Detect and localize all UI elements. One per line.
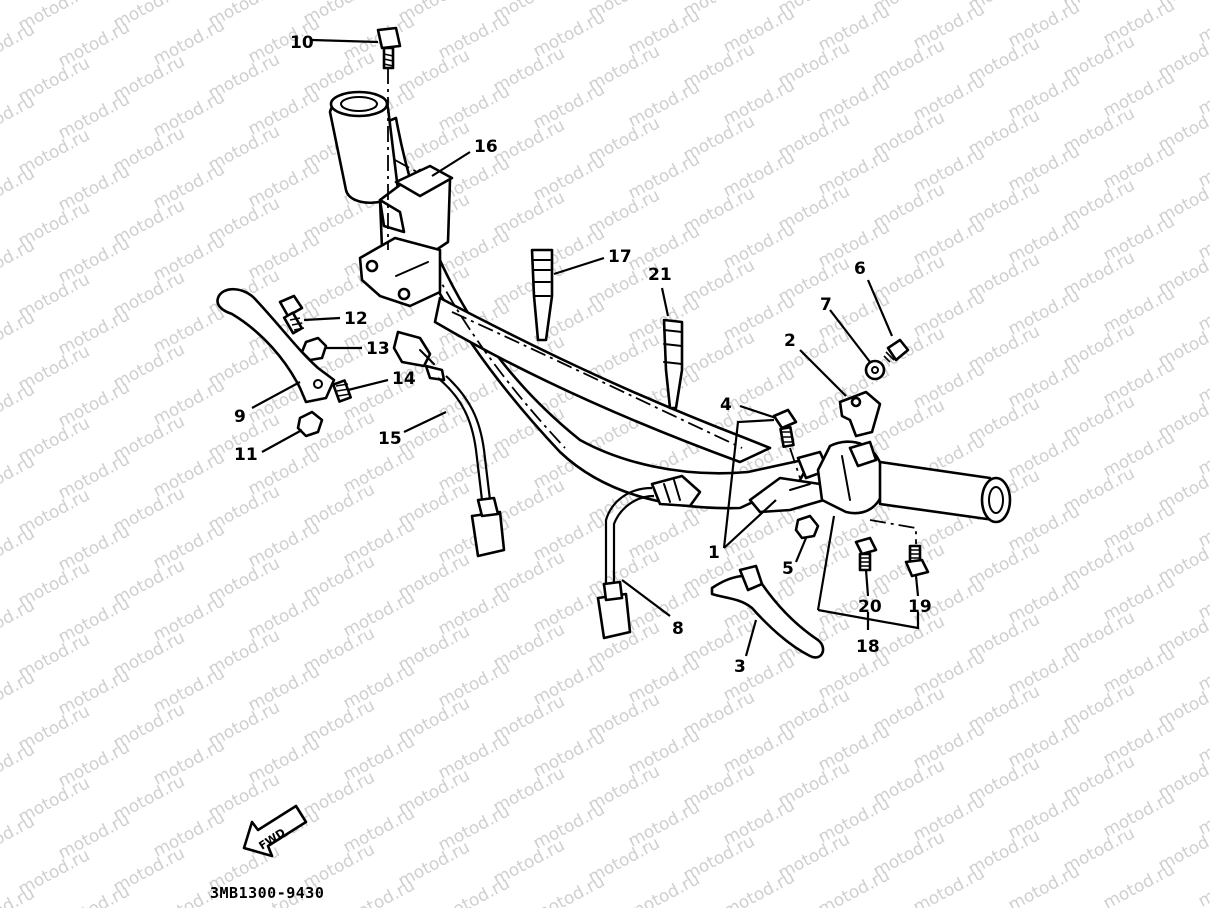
cable-tie-17 (530, 248, 554, 342)
callout-21: 21 (648, 265, 672, 285)
callout-5: 5 (782, 559, 794, 579)
nut-13 (300, 336, 328, 362)
right-grip (878, 460, 1012, 524)
callout-6: 6 (854, 259, 866, 279)
bolt-4 (772, 408, 801, 479)
callout-12: 12 (344, 309, 368, 329)
callout-19: 19 (908, 597, 932, 617)
washer-7 (864, 359, 886, 381)
handlebar-switch-16 (358, 164, 454, 308)
callout-2: 2 (784, 331, 796, 351)
right-switch-18 (816, 440, 886, 515)
callout-3: 3 (734, 657, 746, 677)
nut-5 (794, 514, 820, 540)
callout-7: 7 (820, 295, 832, 315)
clutch-switch-15 (392, 330, 506, 558)
brake-switch-8 (596, 474, 702, 640)
screw-6 (883, 338, 910, 363)
callout-10: 10 (290, 33, 314, 53)
callout-9: 9 (234, 407, 246, 427)
lever-9 (216, 287, 336, 404)
bolt-12 (278, 294, 305, 335)
nut-11 (296, 410, 324, 438)
screw-19 (904, 544, 930, 578)
master-cylinder-1 (748, 450, 830, 514)
assembly-dash-19 (869, 519, 917, 544)
callout-8: 8 (672, 619, 684, 639)
callout-1: 1 (708, 543, 720, 563)
callout-18: 18 (856, 637, 880, 657)
callout-17: 17 (608, 247, 632, 267)
cable-tie-21 (662, 318, 684, 410)
callout-14: 14 (392, 369, 416, 389)
left-grip (328, 90, 400, 204)
screw-20 (854, 536, 878, 572)
screw-10 (376, 26, 402, 250)
callout-4: 4 (720, 395, 732, 415)
switch-14 (331, 379, 353, 403)
callout-16: 16 (474, 137, 498, 157)
callout-20: 20 (858, 597, 882, 617)
callout-15: 15 (378, 429, 402, 449)
callouts: 10 16 12 13 14 9 11 15 17 21 6 7 2 4 1 5… (234, 33, 932, 677)
clamp-2 (838, 390, 882, 438)
callout-11: 11 (234, 445, 258, 465)
leader-lines (251, 38, 920, 657)
diagram-code: 3MB1300-9430 (210, 884, 324, 902)
callout-13: 13 (366, 339, 390, 359)
lever-3 (710, 564, 825, 659)
forward-arrow-icon: FWD (242, 804, 308, 858)
